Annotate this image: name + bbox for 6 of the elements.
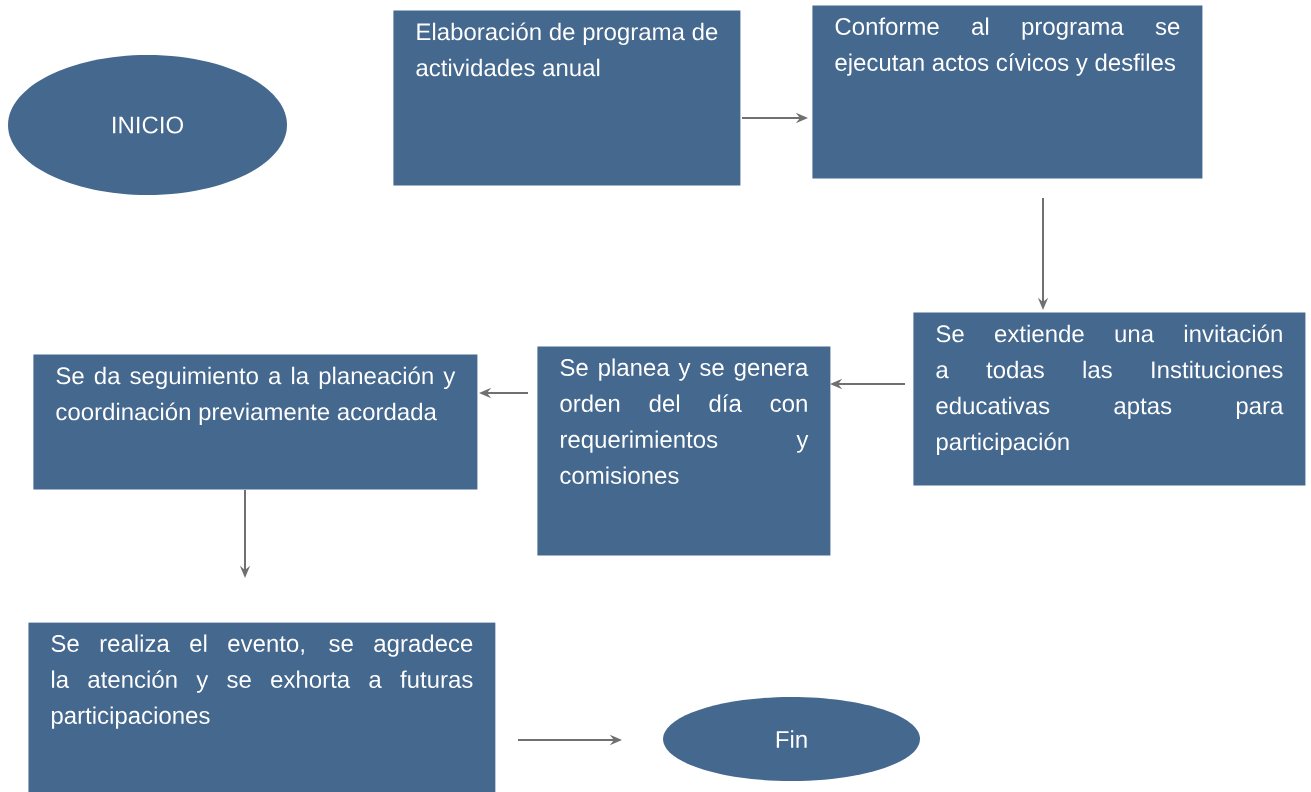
process-box: Se planea y se genera orden del día con requerimientos y comisiones (537, 346, 831, 556)
process-box: Conforme al programa se ejecutan actos cívicos y desfiles (812, 5, 1203, 179)
process-box: Se realiza el evento, se agradece la atención y se exhorta a futuras participaciones (28, 622, 496, 792)
process-box: Elaboración de programa de actividades anual (393, 10, 741, 186)
process-box: Se da seguimiento a la planeación y coordinación previamente acordada (33, 354, 478, 490)
process-box: Se extiende una invitación a todas las Instituciones educativas aptas para participación (913, 312, 1306, 486)
